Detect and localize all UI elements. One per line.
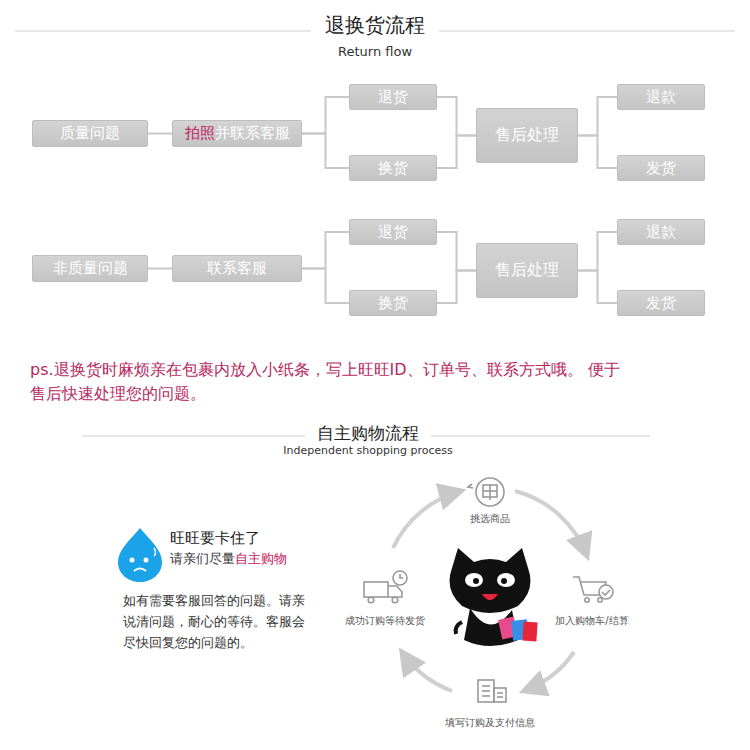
flow-connector (302, 269, 349, 304)
flow-connector (437, 136, 476, 169)
issue-box: 非质量问题 (32, 255, 148, 282)
box-label: 换货 (378, 294, 408, 313)
flow-connector (302, 134, 349, 169)
step-label: 成功订购等待发货 (345, 614, 425, 628)
box-label: 发货 (646, 159, 676, 178)
result-box: 退款 (617, 84, 705, 110)
help-subheading: 请亲们尽量 (170, 550, 235, 568)
step-label: 填写订购及支付信息 (445, 716, 535, 730)
result-box: 退款 (617, 219, 705, 245)
box-label: 质量问题 (60, 124, 120, 143)
flow-connector (437, 232, 476, 271)
action-box: 联系客服 (172, 255, 302, 282)
box-label: 换货 (378, 159, 408, 178)
box-label: 拍照 (185, 124, 215, 143)
section-title: 自主购物流程 (305, 422, 431, 445)
help-text: 如有需要客服回答的问题。请亲说清问题，耐心的等待。客服会尽快回复您的问题的。 (123, 590, 309, 653)
issue-box: 质量问题 (32, 120, 148, 147)
action-box: 拍照并联系客服 (172, 120, 302, 147)
flow-connector (578, 97, 617, 136)
truck-icon (364, 571, 407, 603)
help-highlight: 自主购物 (235, 550, 287, 568)
option-box: 换货 (349, 155, 437, 181)
section-subtitle: Independent shopping process (283, 444, 452, 457)
pick-goods-icon (468, 478, 504, 506)
cat-mascot (450, 548, 538, 646)
flow-connector (578, 271, 617, 304)
section-title: 退换货流程 (311, 12, 439, 39)
cycle-arrows (393, 491, 587, 691)
process-box: 售后处理 (476, 108, 578, 163)
flow-connector (437, 97, 476, 136)
option-box: 退货 (349, 219, 437, 245)
cart-icon (573, 577, 613, 602)
flow-connector (302, 97, 349, 134)
option-box: 退货 (349, 84, 437, 110)
flow-connector (148, 268, 172, 270)
flow-connector (578, 232, 617, 271)
box-label: 退货 (378, 223, 408, 242)
flow-connector (148, 133, 172, 135)
step-label: 挑选商品 (470, 512, 510, 526)
result-box: 发货 (617, 290, 705, 316)
flow-connector (437, 271, 476, 304)
box-label: 售后处理 (495, 260, 559, 281)
result-box: 发货 (617, 155, 705, 181)
option-box: 换货 (349, 290, 437, 316)
help-heading: 旺旺要卡住了 (170, 529, 260, 548)
flow-connector (302, 232, 349, 269)
help-drop-icon (118, 528, 162, 582)
note-text: ps.退换货时麻烦亲在包裹内放入小纸条，写上旺旺ID、订单号、联系方式哦。 便于… (30, 358, 620, 406)
box-label: 发货 (646, 294, 676, 313)
flow-connector (578, 136, 617, 169)
form-icon (478, 680, 506, 702)
box-label: 非质量问题 (53, 259, 128, 278)
box-label: 售后处理 (495, 125, 559, 146)
box-label: 退货 (378, 88, 408, 107)
step-label: 加入购物车/结算 (555, 614, 628, 628)
box-label: 并联系客服 (215, 124, 290, 143)
process-box: 售后处理 (476, 243, 578, 298)
box-label: 退款 (646, 223, 676, 242)
box-label: 联系客服 (207, 259, 267, 278)
box-label: 退款 (646, 88, 676, 107)
section-subtitle: Return flow (338, 44, 412, 59)
